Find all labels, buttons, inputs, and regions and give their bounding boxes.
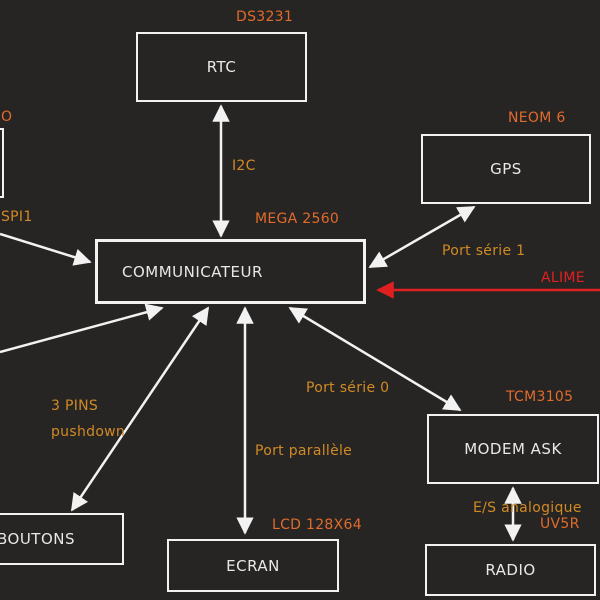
node-gps: GPS [421, 134, 591, 204]
link-label-i2c: I2C [232, 158, 256, 174]
chip-label-modem: TCM3105 [506, 389, 574, 405]
node-rtc-label: RTC [206, 58, 237, 76]
chip-label-gps: NEOM 6 [508, 110, 566, 126]
node-boutons-label: BOUTONS [0, 530, 76, 548]
chip-label-ecran: LCD 128X64 [272, 517, 362, 533]
link-label-modem-serial: Port série 0 [306, 380, 390, 396]
link-spi [0, 232, 92, 266]
chip-label-radio: UV5R [540, 516, 580, 532]
node-radio-label: RADIO [485, 561, 536, 579]
link-left-lower [0, 303, 164, 354]
chip-label-left-partial: O [1, 109, 13, 125]
node-boutons: BOUTONS [0, 513, 124, 565]
power-label: ALIME [541, 270, 585, 286]
link-boutons [70, 306, 210, 512]
node-ecran-label: ECRAN [226, 556, 280, 575]
chip-label-rtc: DS3231 [236, 9, 294, 25]
node-communicateur: COMMUNICATEUR [95, 239, 366, 304]
node-ecran: ECRAN [167, 539, 339, 592]
node-modem-label: MODEM ASK [464, 440, 562, 458]
node-radio: RADIO [425, 544, 596, 596]
link-label-analog: E/S analogique [473, 500, 582, 516]
link-modem [288, 306, 462, 412]
link-label-pins-2: pushdown [51, 424, 126, 440]
link-label-parallel: Port parallèle [255, 443, 353, 459]
link-label-pins-1: 3 PINS [51, 398, 99, 414]
node-modem: MODEM ASK [427, 414, 599, 484]
node-left-partial [0, 128, 4, 198]
node-gps-label: GPS [490, 160, 522, 178]
node-communicateur-label: COMMUNICATEUR [122, 262, 263, 281]
link-label-spi: SPI1 [1, 209, 33, 225]
node-rtc: RTC [136, 32, 307, 102]
link-label-gps-serial: Port série 1 [442, 243, 526, 259]
link-gps [368, 205, 476, 269]
chip-label-communicateur: MEGA 2560 [255, 211, 340, 227]
